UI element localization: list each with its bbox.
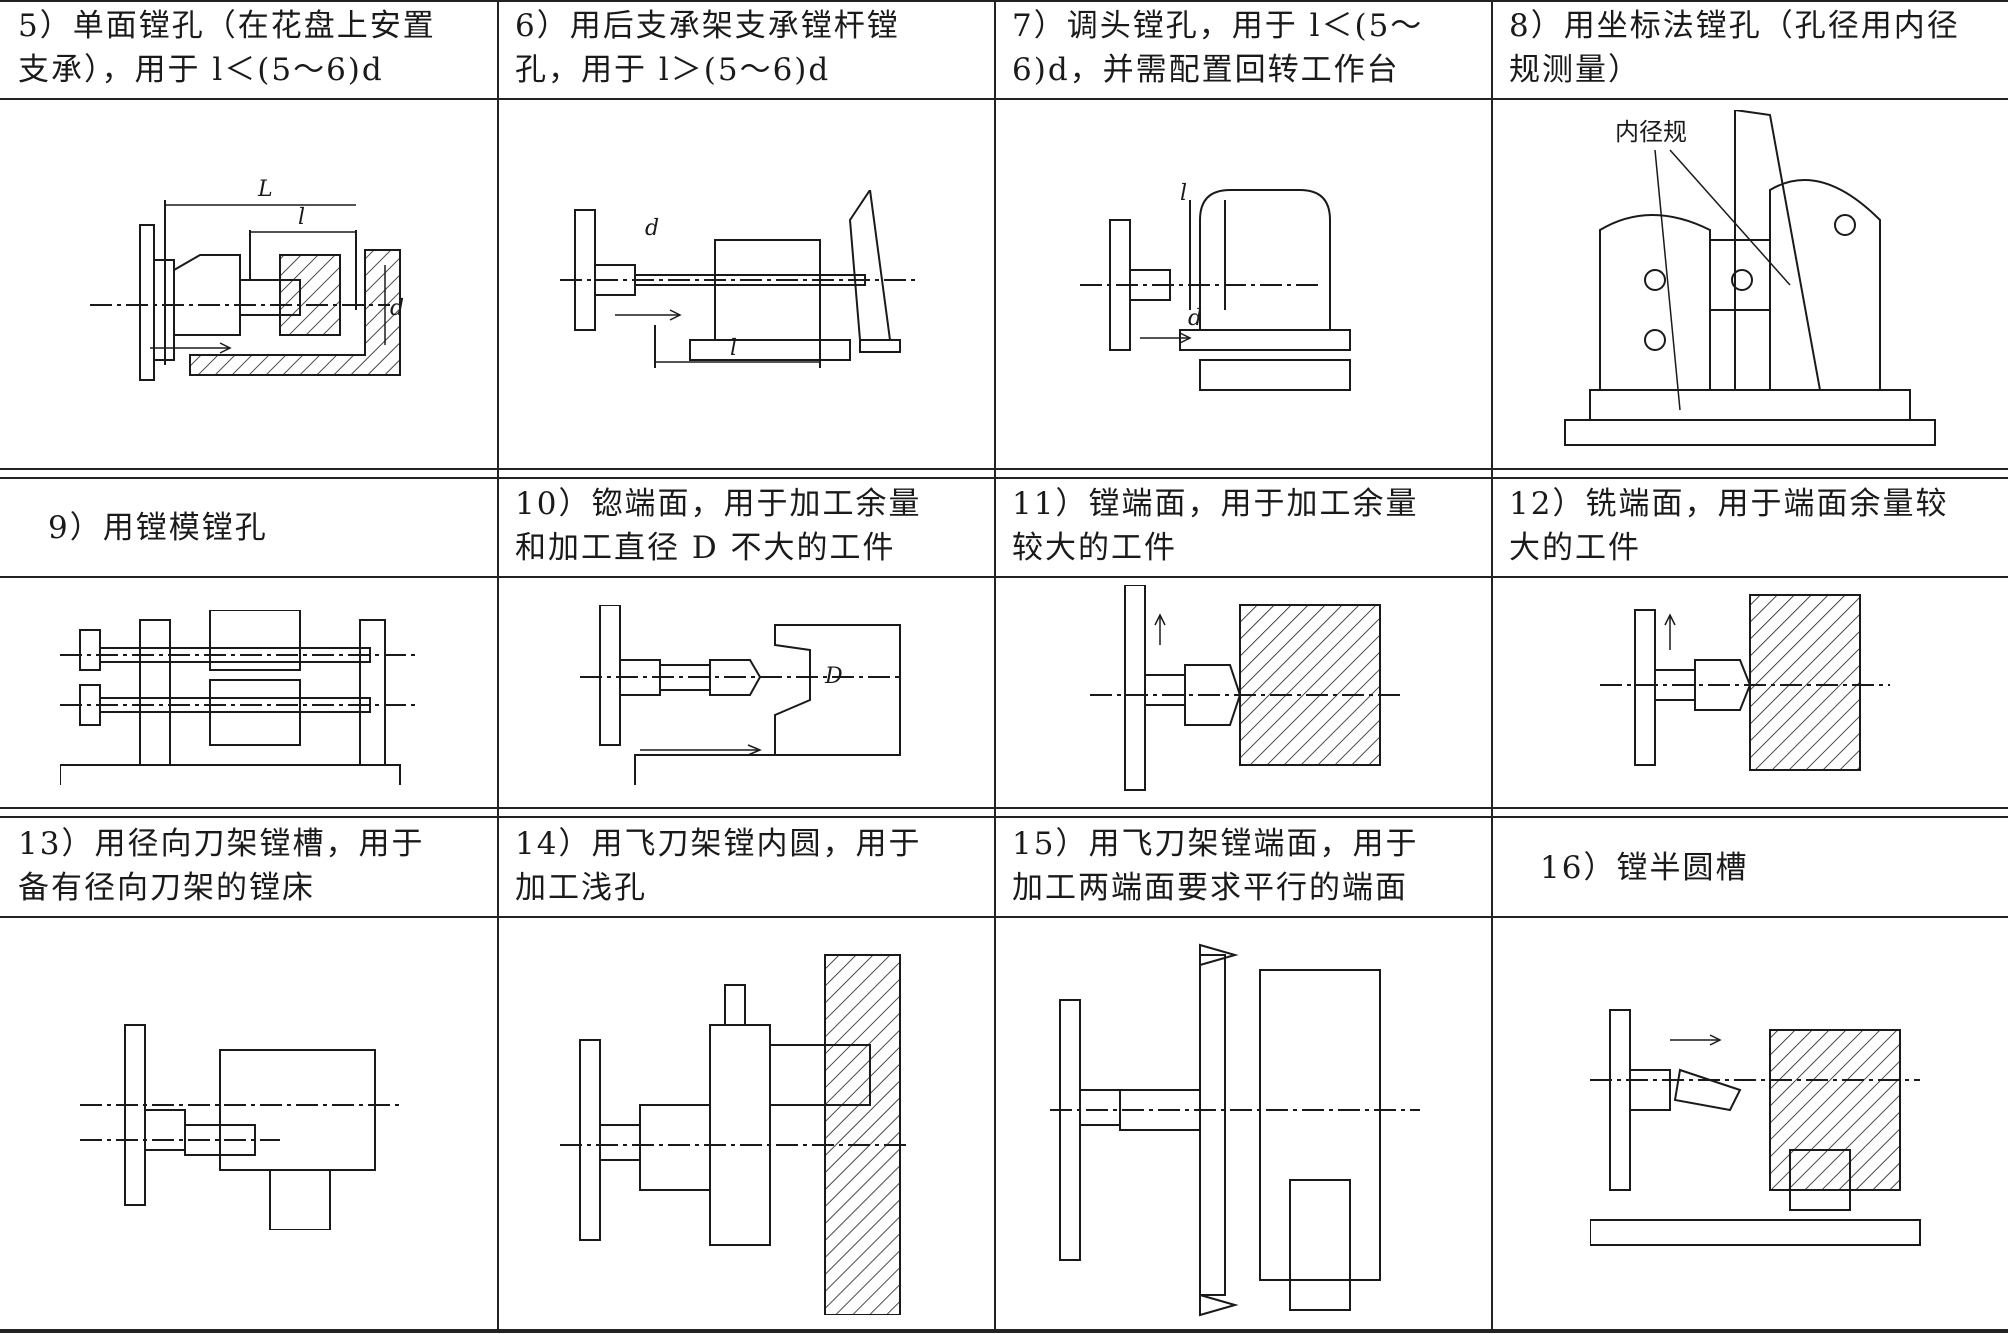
figure-7-turnaround-boring: l d [1080, 160, 1410, 400]
caption-14-fly-cutter-inner-circle: 14）用飞刀架镗内圆，用于 加工浅孔 [515, 826, 922, 906]
row3-top-rule [0, 816, 2008, 818]
row1-header-rule [0, 98, 2008, 100]
figure-5-single-side-boring: L l d [90, 160, 430, 390]
column-divider-3 [1491, 0, 1493, 1333]
label-d-7: d [1188, 306, 1202, 331]
figure-11-end-face-boring [1090, 585, 1410, 800]
row1-bottom-rule [0, 468, 2008, 470]
caption-8-coordinate-boring: 8）用坐标法镗孔（孔径用内径 规测量） [1509, 8, 1960, 88]
caption-7-turnaround-boring: 7）调头镗孔，用于 l＜(5～ 6)d，并需配置回转工作台 [1012, 8, 1424, 88]
label-D: D [824, 664, 843, 689]
column-divider-2 [994, 0, 996, 1333]
caption-9-jig-boring: 9）用镗模镗孔 [48, 510, 268, 546]
figure-15-fly-cutter-end-face [1050, 940, 1430, 1320]
row2-top-rule [0, 477, 2008, 479]
label-d-6: d [645, 216, 659, 241]
row3-header-rule [0, 916, 2008, 918]
figure-9-jig-boring [60, 610, 430, 785]
row2-header-rule [0, 576, 2008, 578]
label-l-5: l [298, 205, 305, 230]
caption-10-spot-facing: 10）锪端面，用于加工余量 和加工直径 D 不大的工件 [515, 486, 922, 566]
figure-13-radial-tool-grooving [80, 1010, 410, 1230]
caption-13-radial-tool-grooving: 13）用径向刀架镗槽，用于 备有径向刀架的镗床 [18, 826, 425, 906]
figure-14-fly-cutter-inner-circle [560, 945, 920, 1315]
figure-12-end-face-milling [1600, 585, 1900, 785]
caption-15-fly-cutter-end-face: 15）用飞刀架镗端面，用于 加工两端面要求平行的端面 [1012, 826, 1419, 906]
caption-16-semicircular-groove: 16）镗半圆槽 [1540, 850, 1749, 886]
table-bottom-rule [0, 1329, 2008, 1333]
figure-6-rear-support-boring: l d [560, 190, 930, 380]
label-d-5: d [390, 296, 404, 321]
figure-16-semicircular-groove [1590, 980, 1930, 1250]
column-divider-1 [497, 0, 499, 1333]
figure-10-spot-facing: D [580, 605, 910, 785]
caption-11-end-face-boring: 11）镗端面，用于加工余量 较大的工件 [1012, 486, 1419, 566]
caption-12-end-face-milling: 12）铣端面，用于端面余量较 大的工件 [1509, 486, 1949, 566]
label-bore-gauge: 内径规 [1615, 118, 1687, 146]
caption-5-single-side-boring: 5）单面镗孔（在花盘上安置 支承），用于 l＜(5～6)d [18, 8, 436, 88]
figure-8-coordinate-boring: 内径规 [1560, 110, 1940, 460]
label-l-6: l [730, 336, 737, 361]
label-L: L [257, 177, 273, 202]
label-l-7: l [1180, 181, 1187, 206]
row2-bottom-rule [0, 807, 2008, 809]
caption-6-rear-support-boring: 6）用后支承架支承镗杆镗 孔，用于 l＞(5～6)d [515, 8, 900, 88]
table-top-rule [0, 0, 2008, 2]
